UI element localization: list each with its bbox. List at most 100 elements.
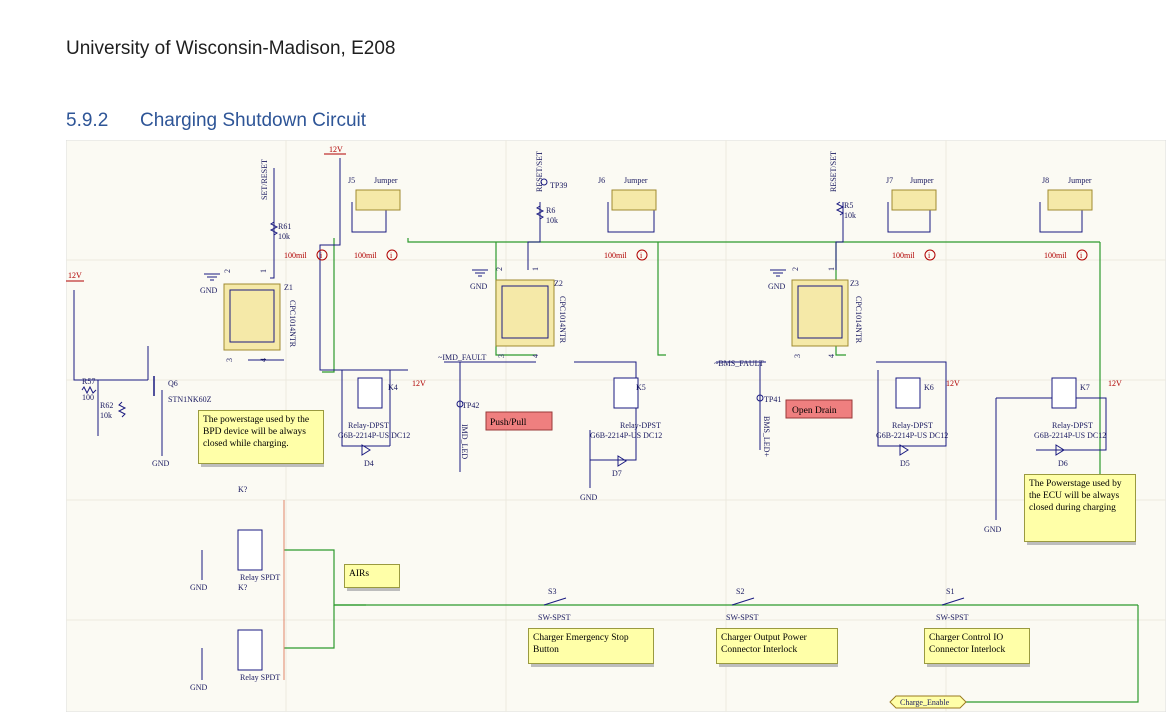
- ssr-z2-core: [501, 285, 549, 339]
- section-title: Charging Shutdown Circuit: [140, 110, 367, 131]
- relay-k6-part: G6B-2214P-US DC12: [876, 431, 948, 440]
- gnd-label-k5: GND: [580, 493, 598, 502]
- resistor-r6-ref: R6: [546, 206, 555, 215]
- document-header: University of Wisconsin-Madison, E208: [66, 38, 396, 59]
- jumper-j5-ref: J5: [348, 176, 355, 185]
- trace-markers: 100mil i 100mil i 100mil i 100mil i 100m…: [284, 249, 1088, 261]
- diode-d4: D4: [364, 459, 374, 468]
- trace-width-1: 100mil: [284, 251, 307, 260]
- relay-spdt-2-coil: [237, 629, 263, 671]
- relay-k7-part: G6B-2214P-US DC12: [1034, 431, 1106, 440]
- trace-marker-symbol-4: [924, 249, 936, 261]
- trace-marker-2: i: [390, 251, 393, 260]
- mosfet-q6-part: STN1NK60Z: [168, 395, 212, 404]
- ssr-z3-pin4: 4: [827, 354, 836, 358]
- switch-s1-part: SW-SPST: [936, 613, 969, 622]
- resistor-r57-symbol: [81, 385, 97, 395]
- relay-k5-ref: K5: [636, 383, 646, 392]
- ssr-z2-pin2: 2: [495, 267, 504, 271]
- tag-push-pull: [485, 411, 553, 431]
- switch-s3-ref: S3: [548, 587, 556, 596]
- net-12v-left: 12V: [68, 271, 82, 280]
- relay-k4-name: Relay-DPST: [348, 421, 389, 430]
- relay-k6-coil: [895, 377, 921, 409]
- note-airs-text: AIRs: [344, 564, 400, 588]
- ssr-z3-body: [791, 279, 849, 347]
- trace-marker-5: i: [1080, 251, 1083, 260]
- resistor-r5-symbol: [835, 201, 845, 216]
- gnd-label-air-1: GND: [190, 583, 208, 592]
- trace-marker-4: i: [928, 251, 931, 260]
- trace-marker-symbol-3: [636, 249, 648, 261]
- net-bms-led: BMS_LED+: [762, 416, 771, 457]
- ssr-z3: Z3 CPC1014NTR 1 2 3 4: [791, 267, 863, 358]
- note-output-power-text: Charger Output Power Connector Interlock: [716, 628, 838, 664]
- resistor-r6-val: 10k: [546, 216, 558, 225]
- ssr-z1-part: CPC1014NTR: [288, 300, 297, 348]
- trace-width-5: 100mil: [1044, 251, 1067, 260]
- testpoint-tp42-symbol: [456, 400, 464, 408]
- switch-s3-part: SW-SPST: [538, 613, 571, 622]
- charge-enable-wire: [966, 605, 1139, 703]
- diode-d5: D5: [900, 459, 910, 468]
- charging-shutdown-schematic: 12V SET/RESET RESET/SET RESET/SET TP39 R…: [66, 140, 1166, 712]
- ssr-z3-pin2: 2: [791, 267, 800, 271]
- ssr-z2-pin4: 4: [531, 354, 540, 358]
- resistor-r57-ref: R57: [82, 377, 95, 386]
- switch-s1-ref: S1: [946, 587, 954, 596]
- tag-push-pull-text: Push/Pull: [490, 418, 527, 428]
- gnd-label-air-2: GND: [190, 683, 208, 692]
- resistor-r57-val: 100: [82, 393, 94, 402]
- trace-width-4: 100mil: [892, 251, 915, 260]
- testpoint-tp41-symbol: [756, 394, 764, 402]
- resistor-r5-val: 10k: [844, 211, 856, 220]
- relay-k4-ref: K4: [388, 383, 398, 392]
- note-ecu: The Powerstage used by the ECU will be a…: [1024, 474, 1136, 542]
- note-control-io-text: Charger Control IO Connector Interlock: [924, 628, 1030, 664]
- trace-marker-symbol-5: [1076, 249, 1088, 261]
- jumper-j8-name: Jumper: [1068, 176, 1092, 185]
- jumper-j8-ref: J8: [1042, 176, 1049, 185]
- resistor-r6-symbol: [535, 205, 545, 220]
- tag-open-drain: [785, 399, 853, 419]
- relay-spdt-1-coil: [237, 529, 263, 571]
- section-number: 5.9.2: [66, 110, 109, 131]
- section-heading: 5.9.2 Charging Shutdown Circuit: [66, 110, 366, 132]
- ssr-z1-core: [229, 289, 275, 343]
- trace-marker-symbol-1: [316, 249, 328, 261]
- jumper-j6-body: [611, 189, 657, 211]
- switch-s2-lever: [731, 597, 755, 606]
- ssr-z1-ref: Z1: [284, 283, 293, 292]
- gnd-label-z2: GND: [470, 282, 488, 291]
- jumper-j5-name: Jumper: [374, 176, 398, 185]
- ssr-z3-part: CPC1014NTR: [854, 296, 863, 344]
- ssr-z1-pin4: 4: [259, 358, 268, 362]
- diode-d7-symbol: [617, 455, 627, 467]
- relay-spdt-2-ref: K?: [238, 583, 248, 592]
- testpoint-tp41: TP41: [764, 395, 781, 404]
- ssr-z3-core: [797, 285, 843, 339]
- trace-marker-3: i: [640, 251, 643, 260]
- trace-width-3: 100mil: [604, 251, 627, 260]
- gnd-label-z1: GND: [200, 286, 218, 295]
- note-control-io: Charger Control IO Connector Interlock: [924, 628, 1030, 664]
- net-set-reset: SET/RESET: [260, 159, 269, 200]
- note-ecu-text: The Powerstage used by the ECU will be a…: [1024, 474, 1136, 542]
- net-reset-set-2: RESET/SET: [829, 151, 838, 192]
- relay-k6-ref: K6: [924, 383, 934, 392]
- jumper-j6-ref: J6: [598, 176, 605, 185]
- ssr-z2-part: CPC1014NTR: [558, 296, 567, 344]
- jumper-j5-body: [355, 189, 401, 211]
- relay-k4-part: G6B-2214P-US DC12: [338, 431, 410, 440]
- switch-s3-lever: [543, 597, 567, 606]
- ssr-z3-pin1: 1: [827, 267, 836, 271]
- jumper-j7-ref: J7: [886, 176, 893, 185]
- ssr-z1-body: [223, 283, 281, 351]
- resistor-r5-ref: R5: [844, 201, 853, 210]
- ssr-z1-pin2: 2: [223, 269, 232, 273]
- diode-d7: D7: [612, 469, 622, 478]
- resistor-r62-symbol: [117, 401, 127, 418]
- net-12v-top: 12V: [329, 145, 343, 154]
- relay-spdt-2-name: Relay SPDT: [240, 673, 280, 682]
- ssr-z2-ref: Z2: [554, 279, 563, 288]
